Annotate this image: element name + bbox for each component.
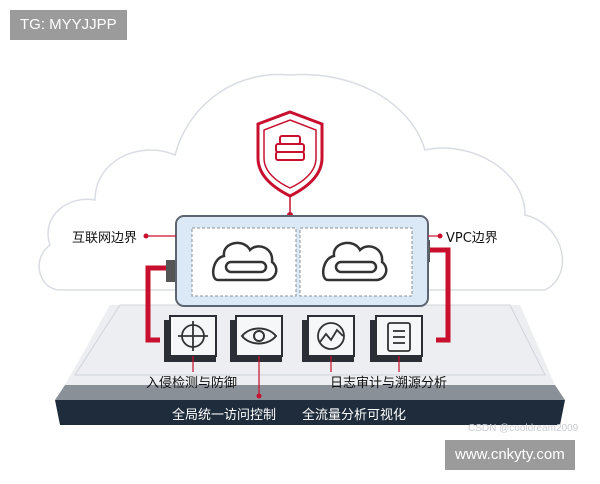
right-bracket	[430, 247, 451, 343]
left-bracket	[145, 265, 168, 343]
traffic-chart-icon	[317, 322, 345, 350]
traffic-module	[302, 315, 355, 362]
eye-icon	[240, 327, 278, 345]
shield-inner	[263, 119, 317, 189]
audit-module	[370, 315, 423, 362]
cloud-gateway-icon	[321, 241, 388, 282]
header-tag: TG: MYYJJPP	[10, 10, 127, 40]
cloud-gateway-icon	[211, 241, 278, 282]
platform-base-band	[55, 400, 565, 425]
internet-boundary-label: 互联网边界	[72, 231, 138, 246]
footer-site-tag[interactable]: www.cnkyty.com	[445, 440, 575, 470]
target-crosshair-icon	[178, 321, 208, 351]
csdn-watermark: CSDN @cooldream2009	[468, 423, 579, 434]
log-audit-label: 日志审计与溯源分析	[330, 376, 448, 391]
vpc-boundary-label: VPC边界	[446, 231, 498, 246]
visibility-module	[230, 315, 283, 362]
intrusion-detection-label: 入侵检测与防御	[146, 376, 238, 391]
access-control-label: 全局统一访问控制	[172, 408, 277, 423]
traffic-visual-label: 全流量分析可视化	[302, 408, 407, 423]
platform-dark-layer	[55, 385, 565, 400]
document-list-icon	[387, 322, 411, 352]
intrusion-module	[164, 315, 217, 362]
